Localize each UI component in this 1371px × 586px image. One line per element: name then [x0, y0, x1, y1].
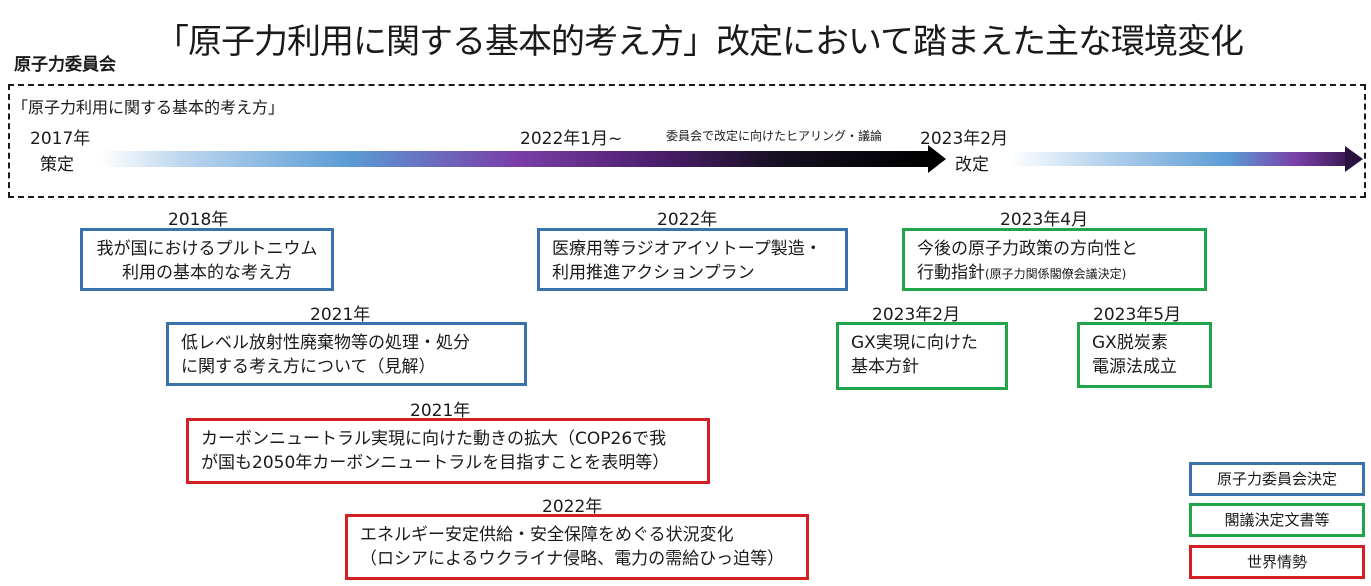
timeline-arrow-head-2-icon — [1345, 146, 1363, 172]
event-box-nuclear-policy: 今後の原子力政策の方向性と 行動指針(原子力関係閣僚会議決定) — [902, 228, 1207, 291]
legend-item-world: 世界情勢 — [1189, 545, 1365, 579]
page-title: 「原子力利用に関する基本的考え方」改定において踏まえた主な環境変化 — [155, 22, 1244, 62]
event-date: 2023年2月 — [872, 305, 961, 325]
event-line-main: 行動指針 — [917, 263, 985, 283]
event-line: GX脱炭素 — [1092, 333, 1168, 353]
timeline-frame — [8, 84, 1366, 198]
event-line: 低レベル放射性廃棄物等の処理・処分 — [181, 333, 470, 353]
event-box-plutonium: 我が国におけるプルトニウム 利用の基本的な考え方 — [80, 228, 334, 291]
timeline-mid-note: 委員会で改定に向けたヒアリング・議論 — [666, 129, 883, 143]
timeline-frame-label: 「原子力利用に関する基本的考え方」 — [12, 98, 285, 117]
event-box-low-level-waste: 低レベル放射性廃棄物等の処理・処分 に関する考え方について（見解） — [166, 322, 527, 386]
event-date: 2023年4月 — [1000, 210, 1089, 230]
timeline-arrow-bar-2 — [1010, 152, 1347, 166]
event-line: 今後の原子力政策の方向性と — [917, 239, 1138, 259]
event-date: 2021年 — [310, 305, 371, 325]
event-line: が国も2050年カーボンニュートラルを目指すことを表明等） — [201, 453, 670, 473]
event-line: 基本方針 — [851, 357, 919, 377]
event-line: （ロシアによるウクライナ侵略、電力の需給ひっ迫等） — [360, 549, 785, 569]
timeline-start-event: 策定 — [40, 155, 74, 175]
timeline-start-year: 2017年 — [30, 129, 91, 149]
event-line: GX実現に向けた — [851, 333, 978, 353]
event-box-gx-policy: GX実現に向けた 基本方針 — [836, 322, 1008, 390]
timeline-revision-date: 2023年2月 — [920, 129, 1009, 149]
event-line-note: (原子力関係閣僚会議決定) — [985, 267, 1127, 281]
timeline-arrow-head-1-icon — [928, 145, 946, 173]
event-date: 2021年 — [410, 401, 471, 421]
event-line: 我が国におけるプルトニウム — [96, 239, 318, 259]
event-box-radioisotope: 医療用等ラジオアイソトープ製造・ 利用推進アクションプラン — [537, 228, 848, 291]
timeline-mid-date: 2022年1月~ — [520, 129, 623, 149]
organization-label: 原子力委員会 — [14, 55, 116, 75]
event-line: に関する考え方について（見解） — [181, 357, 436, 377]
event-line: エネルギー安定供給・安全保障をめぐる状況変化 — [360, 525, 734, 545]
event-date: 2022年 — [657, 210, 718, 230]
event-box-gx-law: GX脱炭素 電源法成立 — [1077, 322, 1212, 388]
event-line: 電源法成立 — [1092, 357, 1177, 377]
event-line: カーボンニュートラル実現に向けた動きの拡大（COP26で我 — [201, 429, 667, 449]
timeline-revision-event: 改定 — [955, 155, 989, 175]
event-date: 2023年5月 — [1093, 305, 1182, 325]
event-box-energy-security: エネルギー安定供給・安全保障をめぐる状況変化 （ロシアによるウクライナ侵略、電力… — [345, 514, 809, 580]
event-line: 利用推進アクションプラン — [552, 263, 755, 283]
event-date: 2022年 — [542, 497, 603, 517]
event-line: 行動指針(原子力関係閣僚会議決定) — [917, 261, 1192, 286]
legend-item-commission: 原子力委員会決定 — [1189, 462, 1365, 496]
event-box-carbon-neutral: カーボンニュートラル実現に向けた動きの拡大（COP26で我 が国も2050年カー… — [186, 418, 710, 484]
legend-item-cabinet: 閣議決定文書等 — [1189, 503, 1365, 537]
event-date: 2018年 — [168, 210, 229, 230]
event-line: 利用の基本的な考え方 — [122, 263, 292, 283]
timeline-arrow-bar-1 — [100, 151, 930, 167]
event-line: 医療用等ラジオアイソトープ製造・ — [552, 239, 822, 259]
